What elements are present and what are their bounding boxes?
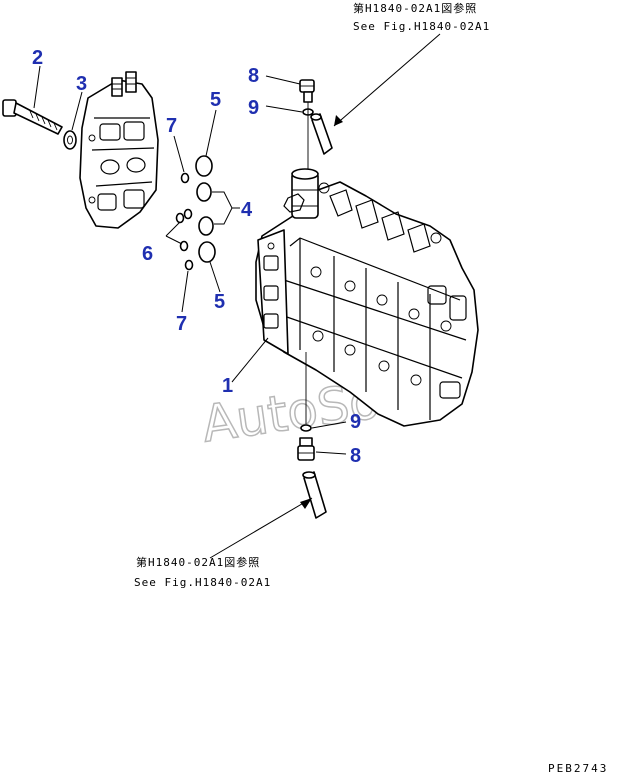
- callout-2-leader: [33, 65, 41, 109]
- callout-9-top-leader: [265, 105, 303, 113]
- top-reference-leader: [333, 33, 441, 127]
- hose-bottom: [302, 471, 327, 519]
- part-8-fitting-bottom: [297, 437, 315, 461]
- part-valve-section-left: [79, 71, 159, 229]
- part-8-fitting-top: [299, 79, 315, 103]
- callout-9-bottom-leader: [311, 421, 347, 429]
- bottom-reference-leader: [209, 497, 313, 559]
- part-7-ring-top: [180, 172, 190, 184]
- bottom-reference-jp: 第H1840-02A1図参照: [136, 555, 260, 569]
- top-reference-jp: 第H1840-02A1図参照: [353, 1, 477, 15]
- part-6-rings: [175, 208, 193, 252]
- callout-7-top: 7: [166, 115, 177, 137]
- bottom-reference-en: See Fig.H1840-02A1: [134, 576, 271, 589]
- callout-5-bottom-leader: [209, 261, 221, 293]
- callout-5-top-leader: [205, 109, 217, 157]
- callout-7-bottom: 7: [176, 313, 187, 335]
- callout-8-top: 8: [248, 65, 259, 87]
- callout-6: 6: [142, 243, 153, 265]
- part-5-oring-top: [195, 155, 213, 177]
- top-reference-en: See Fig.H1840-02A1: [353, 20, 490, 33]
- part-3-washer: [63, 130, 77, 150]
- callout-8-bottom: 8: [350, 445, 361, 467]
- callout-2: 2: [32, 47, 43, 69]
- callout-1: 1: [222, 375, 233, 397]
- callout-9-bottom: 9: [350, 411, 361, 433]
- hose-top: [310, 113, 333, 155]
- figure-code: PEB2743: [548, 762, 608, 775]
- bottom-reference-arrowhead: [300, 498, 312, 509]
- callout-1-leader: [231, 337, 269, 383]
- part-5-oring-bottom: [198, 241, 216, 263]
- callout-6-leader: [165, 221, 183, 245]
- callout-3-leader: [71, 91, 83, 131]
- callout-8-bottom-leader: [315, 451, 347, 455]
- callout-7-bottom-leader: [181, 270, 189, 313]
- callout-8-top-leader: [265, 75, 301, 85]
- part-9-seal-bottom: [300, 424, 312, 432]
- callout-7-top-leader: [173, 135, 185, 173]
- callout-5-top: 5: [210, 89, 221, 111]
- part-7-ring-bottom: [184, 259, 194, 271]
- part-4-orings: [196, 182, 214, 236]
- callout-4: 4: [241, 199, 253, 221]
- callout-4-bracket: [212, 191, 233, 225]
- callout-3: 3: [76, 73, 87, 95]
- part-2-bolt: [2, 99, 63, 135]
- part-1-main-control-valve: [255, 168, 479, 427]
- callout-9-top: 9: [248, 97, 259, 119]
- top-reference-arrowhead: [334, 115, 343, 126]
- callout-5-bottom: 5: [214, 291, 225, 313]
